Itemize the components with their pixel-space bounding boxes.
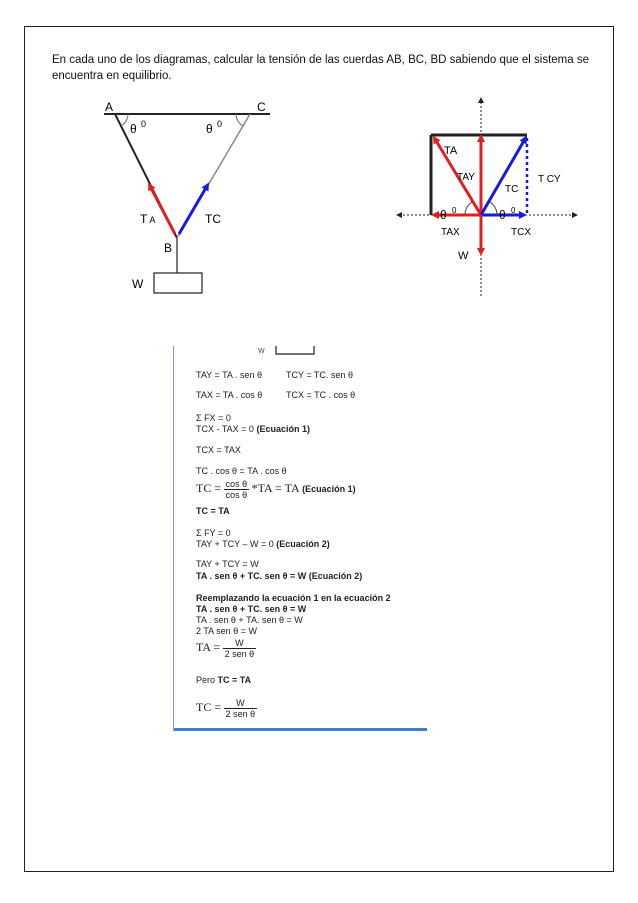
eq-1: TCX - TAX = 0 (Ecuación 1) <box>196 424 310 434</box>
right-force-diagram: TA TAY TC T CY θ 0 θ 0 TAX TCX W <box>396 97 578 296</box>
eq-replace-1: TA . sen θ + TC. sen θ = W <box>196 604 307 614</box>
solution-panel: W TAY = TA . sen θ TCY = TC. sen θ TAX =… <box>173 346 427 731</box>
angle-arc-c <box>235 113 244 127</box>
label-c: C <box>257 100 266 114</box>
label-a: A <box>105 100 113 114</box>
eq-tcx-tax: TCX = TAX <box>196 445 241 455</box>
angle-arc-left <box>464 201 473 216</box>
tension-a-arrow <box>148 182 177 235</box>
label-tc: TC <box>505 184 518 195</box>
solution-underline <box>174 728 427 731</box>
eq-2-expanded: TA . sen θ + TC. sen θ = W (Ecuación 2) <box>196 571 363 581</box>
eq-cos: TC . cos θ = TA . cos θ <box>196 466 287 476</box>
label-degree-right: 0 <box>511 206 516 215</box>
tc-arrow <box>479 135 528 216</box>
label-b: B <box>164 241 172 255</box>
top-fragment: W <box>258 346 315 355</box>
eq-tay: TAY = TA . sen θ <box>196 370 262 380</box>
eq-sum-fy: Σ FY = 0 <box>196 528 231 538</box>
label-theta-right: θ <box>499 208 506 222</box>
label-tension-c: TC <box>205 212 221 226</box>
label-degree-left: 0 <box>452 206 457 215</box>
eq-2: TAY + TCY – W = 0 (Ecuación 2) <box>196 539 330 549</box>
label-weight: W <box>132 277 144 291</box>
eq-pero: Pero TC = TA <box>196 675 252 685</box>
eq-tax: TAX = TA . cos θ <box>196 390 263 400</box>
tension-c-arrow <box>177 182 210 235</box>
label-tcy: T CY <box>538 174 561 185</box>
eq-tay-tcy: TAY + TCY = W <box>196 559 259 569</box>
label-degree-c: 0 <box>217 119 222 129</box>
eq-tcy: TCY = TC. sen θ <box>286 370 353 380</box>
ta-arrow <box>432 135 483 216</box>
label-theta-c: θ <box>206 122 213 136</box>
label-theta-a: θ <box>130 122 137 136</box>
weight-box <box>153 272 203 294</box>
eq-replace-2: TA . sen θ + TA. sen θ = W <box>196 615 303 625</box>
eq-tc-ta: TC = TA <box>196 506 230 516</box>
label-weight-right: W <box>458 250 469 262</box>
angle-arc-right <box>489 201 498 216</box>
label-theta-left: θ <box>440 208 447 222</box>
label-degree-a: 0 <box>141 119 146 129</box>
label-ta: TA <box>444 145 458 157</box>
angle-arc-a <box>120 113 129 127</box>
page-frame <box>24 26 614 872</box>
label-tax: TAX <box>441 227 460 238</box>
eq-replace-heading: Reemplazando la ecuación 1 en la ecuació… <box>196 593 391 603</box>
fragment-letter: W <box>258 348 265 355</box>
label-tay: TAY <box>457 172 475 183</box>
eq-replace-3: 2 TA sen θ = W <box>196 626 257 636</box>
eq-tcx: TCX = TC . cos θ <box>286 390 356 400</box>
problem-statement: En cada uno de los diagramas, calcular l… <box>52 54 589 82</box>
eq-sum-fx: Σ FX = 0 <box>196 413 231 423</box>
label-tcx: TCX <box>511 227 531 238</box>
